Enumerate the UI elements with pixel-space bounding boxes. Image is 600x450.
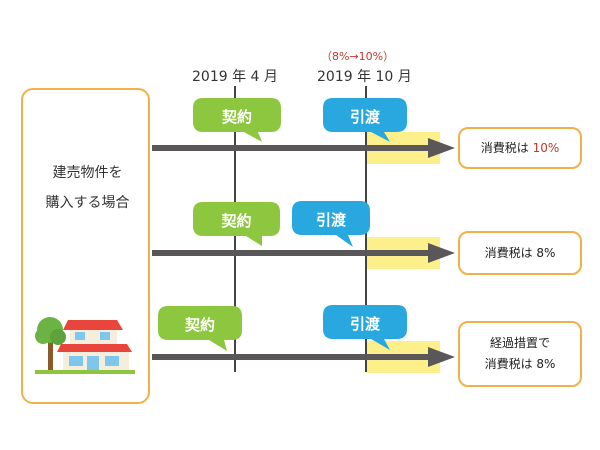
result-row1-rate: 10% — [532, 140, 560, 155]
result-row1-prefix: 消費税は — [480, 140, 529, 155]
arrow-row3 — [152, 347, 455, 367]
contract-label-row2: 契約 — [221, 212, 252, 230]
date-delivery: 2019 年 10 月 — [317, 69, 412, 85]
contract-bubble-row3 — [158, 306, 242, 351]
delivery-bubble-row1 — [323, 98, 407, 142]
delivery-label-row3: 引渡 — [349, 315, 380, 333]
result-row3-line1: 経過措置で — [489, 336, 550, 350]
result-row3-line2: 消費税は 8% — [484, 357, 556, 371]
date-contract: 2019 年 4 月 — [192, 69, 278, 85]
result-box-row1: 消費税は 10% — [458, 127, 582, 169]
case-label-line1: 建売物件を — [52, 165, 123, 181]
contract-label-row1: 契約 — [221, 108, 252, 126]
contract-bubble-row1 — [193, 98, 281, 142]
tax-change-label: （8%→10%） — [321, 50, 395, 63]
contract-bubble-row2 — [193, 202, 280, 246]
house-with-tree-icon — [35, 317, 135, 374]
delivery-label-row2: 引渡 — [315, 211, 346, 229]
result-row1-text: 消費税は 10% — [481, 138, 560, 159]
arrow-row2 — [152, 243, 455, 263]
delivery-bubble-row3 — [323, 305, 407, 350]
arrow-row1 — [152, 138, 455, 158]
purchase-case-box: 建売物件を 購入する場合 — [21, 88, 150, 404]
result-box-row2: 消費税は 8% — [458, 231, 582, 275]
case-label-line2: 購入する場合 — [45, 195, 130, 211]
delivery-label-row1: 引渡 — [349, 108, 380, 126]
contract-label-row3: 契約 — [184, 316, 215, 334]
result-box-row3: 経過措置で 消費税は 8% — [458, 321, 582, 387]
delivery-bubble-row2 — [292, 201, 370, 247]
result-row2-text: 消費税は 8% — [484, 245, 556, 260]
